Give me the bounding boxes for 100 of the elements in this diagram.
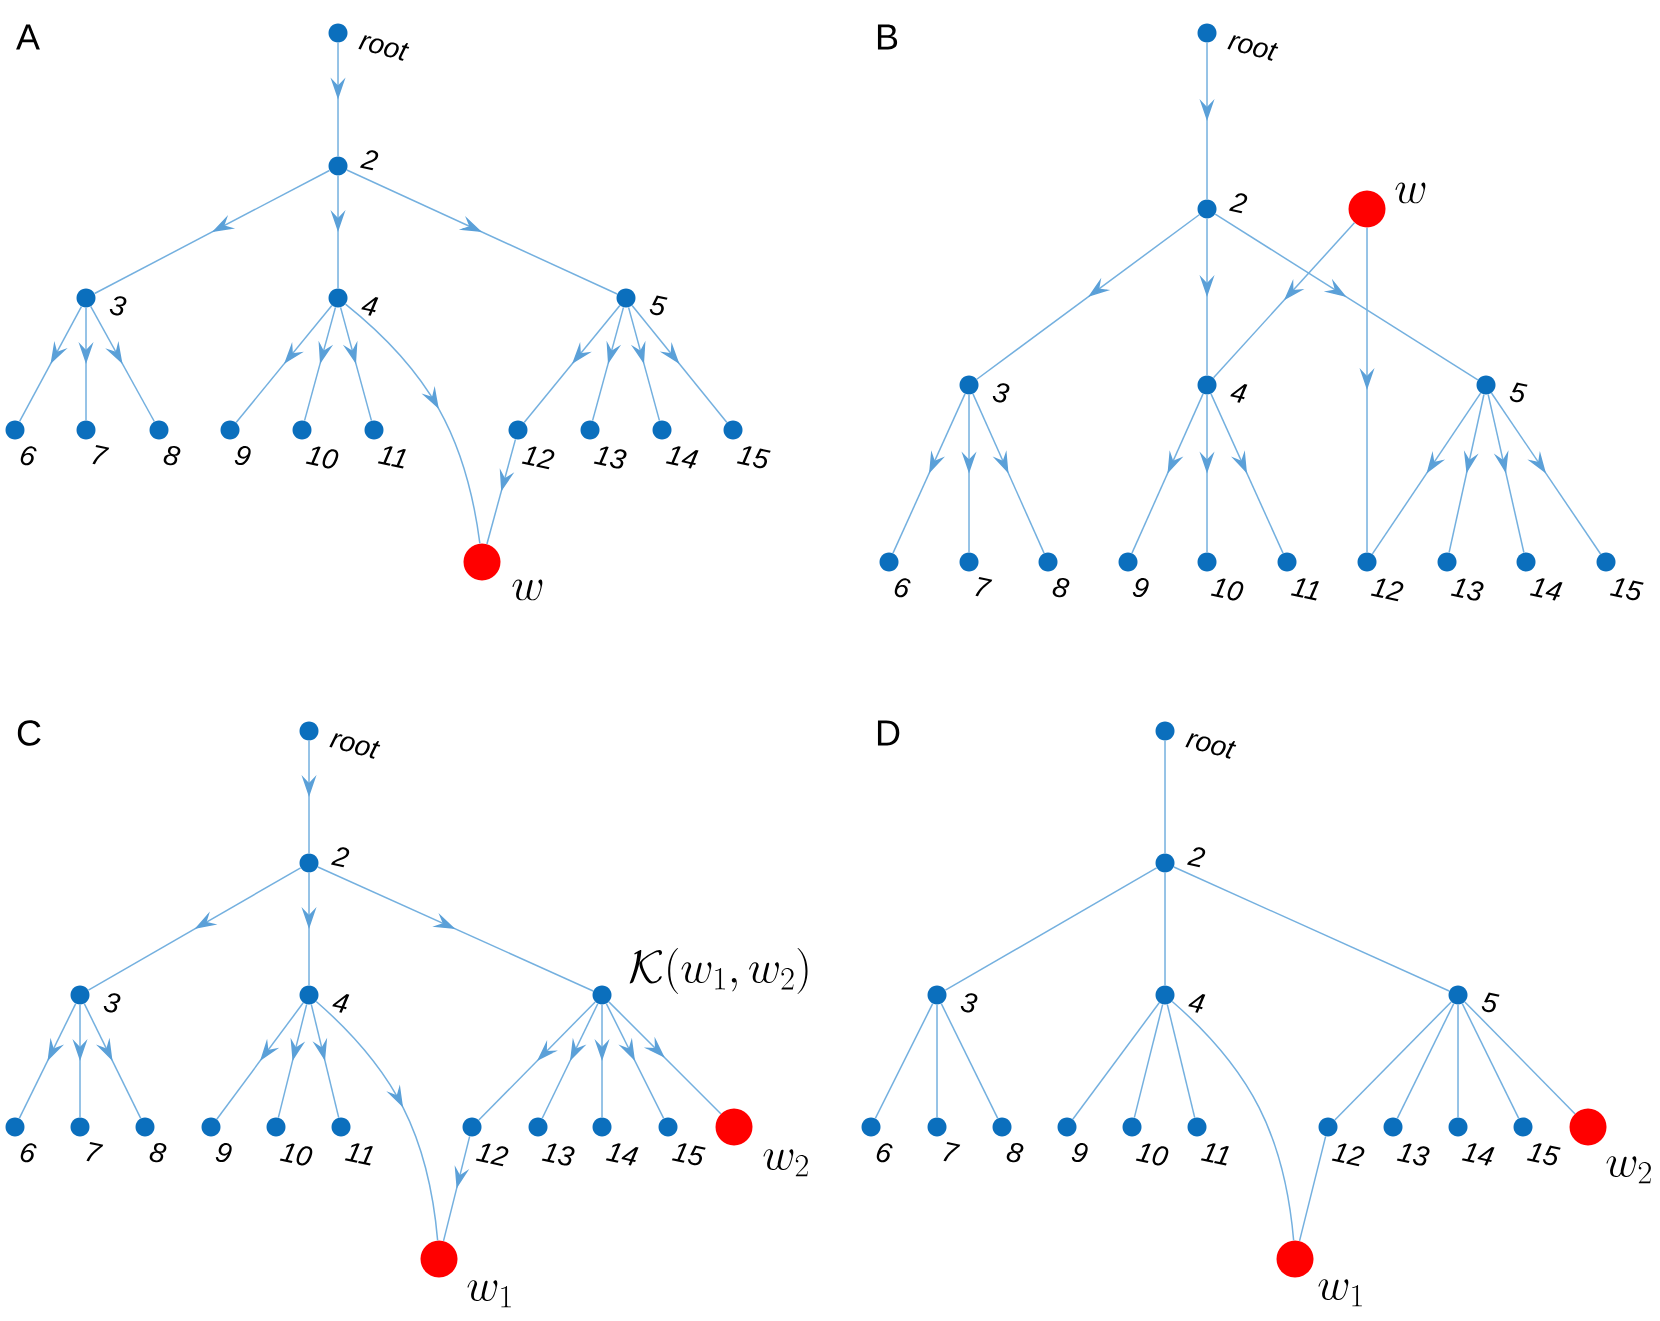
arrow xyxy=(89,305,156,423)
vertex-label: root xyxy=(1185,733,1237,759)
arrow xyxy=(523,304,621,424)
vertex-label: 5 xyxy=(1509,382,1528,403)
connector-line xyxy=(1298,1135,1327,1242)
arrow xyxy=(591,306,625,422)
connector-line xyxy=(1334,1001,1452,1121)
vertex-label: 14 xyxy=(1461,1143,1495,1166)
vertex-label: 15 xyxy=(1609,578,1644,601)
connector-line xyxy=(1457,1003,1459,1119)
arrow xyxy=(972,393,1045,554)
arrow xyxy=(627,306,661,422)
vertex-label: 13 xyxy=(541,1143,575,1166)
vertex-label: 11 xyxy=(1200,1143,1229,1166)
vertex-label: 2 xyxy=(1229,193,1248,214)
vertex-label: 15 xyxy=(671,1143,706,1166)
vertex-label: 4 xyxy=(1188,994,1206,1013)
vertex-label: 7 xyxy=(943,1141,961,1162)
vertex-label: 14 xyxy=(665,446,699,469)
vertex-label: 5 xyxy=(1481,992,1500,1013)
vertex-label: 12 xyxy=(475,1143,509,1167)
vertex-label: root xyxy=(329,733,381,759)
vertex-label: 14 xyxy=(1529,578,1563,601)
vertex-label: $w$ xyxy=(1395,182,1426,204)
vertex-label: 2 xyxy=(1187,847,1206,868)
arrow xyxy=(216,1002,304,1120)
connector-line xyxy=(1164,871,1166,987)
arrow xyxy=(303,306,337,422)
vertex-label: 13 xyxy=(593,446,627,469)
vertex-label: 6 xyxy=(894,578,911,598)
connector-line xyxy=(1133,1003,1164,1119)
vertex-label: 13 xyxy=(1396,1143,1430,1166)
arrow xyxy=(1490,392,1602,555)
connector-line xyxy=(1164,739,1166,855)
vertex-label: 13 xyxy=(1450,578,1484,601)
vertex-label: 10 xyxy=(305,446,339,469)
vertex-label: 15 xyxy=(736,446,771,469)
arrow xyxy=(235,304,333,424)
arrow xyxy=(608,1001,722,1115)
vertex-label: 7 xyxy=(86,1141,104,1162)
vertex-label: 6 xyxy=(876,1143,893,1163)
vertex-label: 9 xyxy=(215,1143,232,1163)
connector-line xyxy=(944,867,1158,991)
vertex-label: 14 xyxy=(605,1143,639,1166)
arrow xyxy=(87,867,302,991)
vertex-label: 10 xyxy=(279,1143,313,1166)
vertex-label: 7 xyxy=(92,444,110,465)
arrow xyxy=(18,305,83,423)
arrow xyxy=(344,303,481,545)
arrow xyxy=(310,1003,340,1119)
vertex-label: $w_1$ xyxy=(1318,1279,1362,1307)
vertex-label: 6 xyxy=(20,1143,37,1163)
panel-letter: B xyxy=(877,24,898,50)
vertex-label: 15 xyxy=(1526,1143,1561,1166)
arrow xyxy=(1371,392,1482,555)
vertex-label: 4 xyxy=(1230,384,1248,403)
vertex-label: 9 xyxy=(1132,578,1149,598)
arrow xyxy=(317,866,594,992)
arrow xyxy=(1210,393,1284,554)
vertex-label: 9 xyxy=(1071,1143,1088,1163)
arrow xyxy=(892,393,966,554)
vertex-label: 8 xyxy=(1052,578,1070,598)
vertex-label: 4 xyxy=(361,297,379,316)
vertex-label: 10 xyxy=(1135,1143,1169,1166)
vertex-label: $\mathcal{K}(w_1, w_2)$ xyxy=(629,948,808,994)
arrow xyxy=(541,1003,599,1119)
panel-letter: A xyxy=(16,24,40,50)
vertex-label: 3 xyxy=(103,993,121,1013)
arrow xyxy=(315,1000,439,1242)
connector-line xyxy=(1396,1002,1455,1120)
panel-letter: D xyxy=(877,720,900,746)
panel-letter: C xyxy=(17,720,41,746)
vertex-label: root xyxy=(358,35,410,61)
arrow xyxy=(18,1002,77,1120)
connector-line xyxy=(940,1002,999,1120)
arrow xyxy=(478,1001,596,1121)
vertex-label: 8 xyxy=(163,446,181,466)
arrow xyxy=(83,1002,142,1120)
arrow xyxy=(339,306,373,422)
vertex-label: 8 xyxy=(1006,1143,1024,1163)
vertex-label: 3 xyxy=(992,383,1010,403)
vertex-label: 12 xyxy=(1331,1143,1365,1167)
vertex-label: 2 xyxy=(360,150,379,171)
arrow xyxy=(442,1135,471,1242)
connector-line xyxy=(1173,866,1450,992)
connector-line xyxy=(1461,1002,1520,1120)
vertex-label: root xyxy=(1227,35,1279,61)
vertex-label: 3 xyxy=(109,296,127,316)
connector-line xyxy=(1464,1001,1576,1115)
vertex-label: 4 xyxy=(332,994,350,1013)
vertex-label: 11 xyxy=(377,446,406,469)
arrow xyxy=(631,304,728,424)
connector-line xyxy=(936,1003,938,1119)
vertex-label: 5 xyxy=(649,295,668,316)
arrow xyxy=(1487,393,1525,554)
vertex-label: $w_2$ xyxy=(1606,1156,1651,1184)
connector-line xyxy=(1072,1002,1160,1120)
vertex-label: 6 xyxy=(20,446,37,466)
vertex-label: 11 xyxy=(1290,578,1319,601)
vertex-label: 12 xyxy=(1370,578,1404,602)
